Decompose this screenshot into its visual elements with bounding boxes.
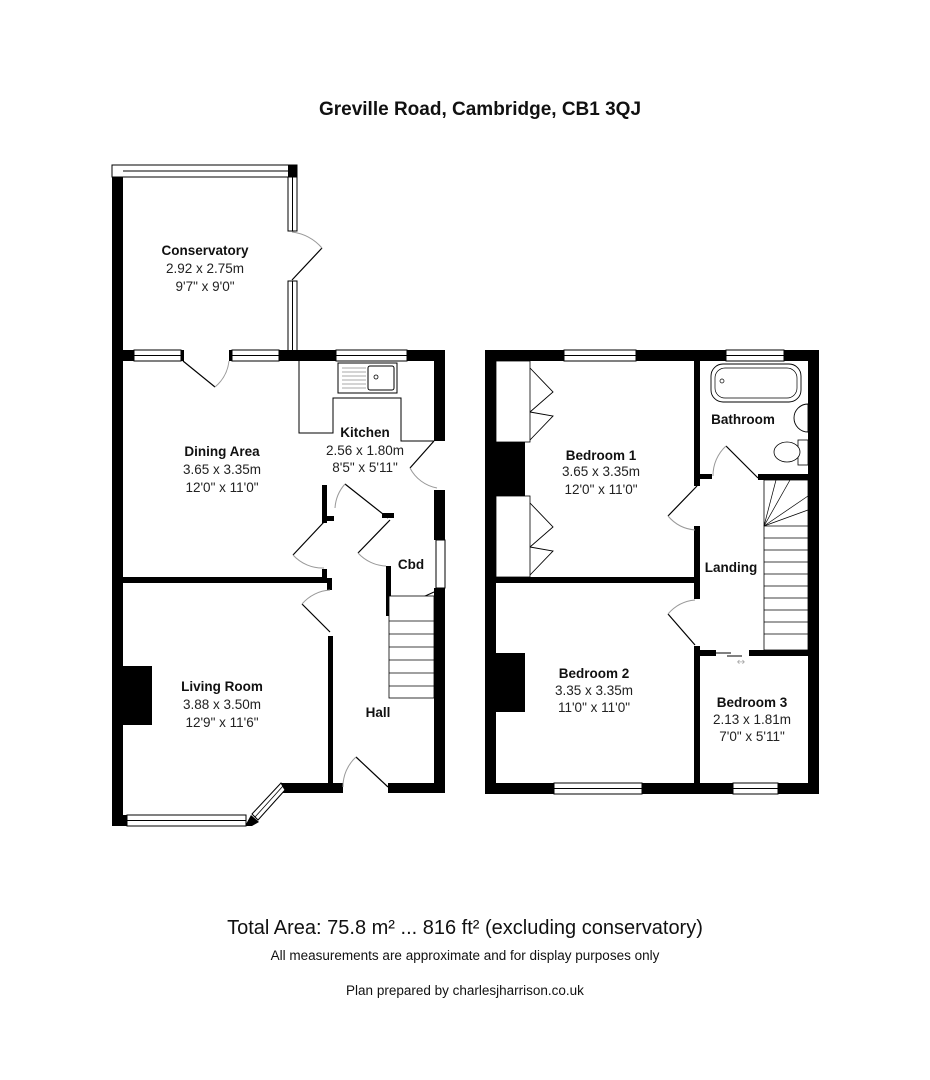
room-metric-bed3: 2.13 x 1.81m: [713, 712, 791, 727]
svg-text:↔: ↔: [737, 657, 745, 668]
disclaimer: All measurements are approximate and for…: [270, 948, 660, 963]
room-imperial-living: 12'9" x 11'6": [185, 715, 258, 730]
room-name-conservatory: Conservatory: [161, 243, 249, 258]
room-metric-dining: 3.65 x 3.35m: [183, 462, 261, 477]
room-name-hall: Hall: [366, 705, 391, 720]
room-imperial-dining: 12'0" x 11'0": [185, 480, 258, 495]
room-name-living: Living Room: [181, 679, 263, 694]
room-name-bath: Bathroom: [711, 412, 775, 427]
total-area: Total Area: 75.8 m² ... 816 ft² (excludi…: [227, 917, 703, 939]
first-floor-labels: Bedroom 1 3.65 x 3.35m 12'0" x 11'0" Bat…: [555, 412, 791, 744]
room-name-kitchen: Kitchen: [340, 425, 390, 440]
room-imperial-bed1: 12'0" x 11'0": [564, 482, 637, 497]
room-name-cbd: Cbd: [398, 557, 424, 572]
room-metric-kitchen: 2.56 x 1.80m: [326, 443, 404, 458]
room-imperial-conservatory: 9'7" x 9'0": [175, 279, 234, 294]
room-imperial-kitchen: 8'5" x 5'11": [332, 460, 398, 475]
room-metric-bed1: 3.65 x 3.35m: [562, 464, 640, 479]
ground-floor-labels: Conservatory 2.92 x 2.75m 9'7" x 9'0" Di…: [161, 243, 424, 730]
room-name-dining: Dining Area: [184, 444, 260, 459]
room-imperial-bed2: 11'0" x 11'0": [558, 700, 630, 715]
room-name-bed3: Bedroom 3: [717, 695, 788, 710]
room-name-landing: Landing: [705, 560, 758, 575]
credit: Plan prepared by charlesjharrison.co.uk: [346, 983, 584, 998]
ground-floor: [111, 164, 446, 827]
plan-title: Greville Road, Cambridge, CB1 3QJ: [318, 99, 642, 120]
room-metric-bed2: 3.35 x 3.35m: [555, 683, 633, 698]
room-metric-conservatory: 2.92 x 2.75m: [166, 261, 244, 276]
first-floor: ↔: [485, 349, 819, 795]
room-metric-living: 3.88 x 3.50m: [183, 697, 261, 712]
room-imperial-bed3: 7'0" x 5'11": [719, 729, 785, 744]
room-name-bed1: Bedroom 1: [566, 448, 637, 463]
room-name-bed2: Bedroom 2: [559, 666, 630, 681]
